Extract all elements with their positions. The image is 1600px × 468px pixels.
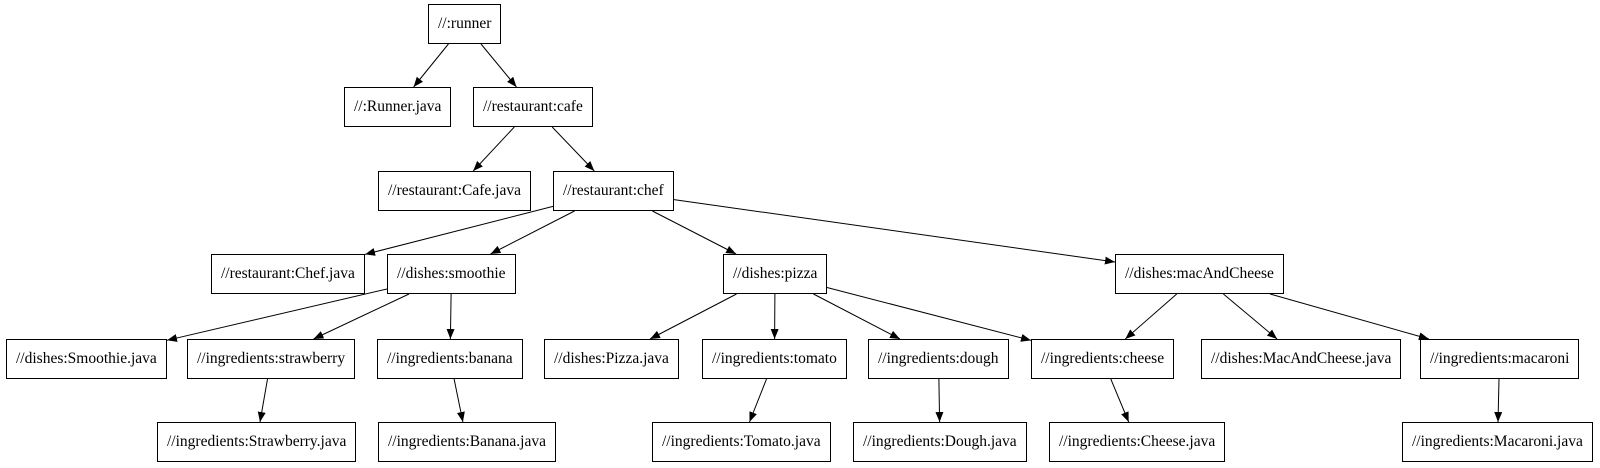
node-tomato: //ingredients:tomato xyxy=(702,339,847,379)
node-pizza: //dishes:pizza xyxy=(723,254,828,294)
node-strawberry: //ingredients:strawberry xyxy=(187,339,356,379)
edge-mac_and_cheese-mac_and_cheese_java xyxy=(1223,293,1278,340)
node-tomato_java: //ingredients:Tomato.java xyxy=(652,422,831,462)
node-macaroni: //ingredients:macaroni xyxy=(1420,339,1580,379)
node-chef: //restaurant:chef xyxy=(553,171,674,211)
node-macaroni_java: //ingredients:Macaroni.java xyxy=(1402,422,1593,462)
node-dough_java: //ingredients:Dough.java xyxy=(853,422,1027,462)
edge-pizza-dough xyxy=(813,293,901,340)
node-strawberry_java: //ingredients:Strawberry.java xyxy=(157,422,357,462)
edge-cafe-chef xyxy=(551,126,595,172)
node-chef_java: //restaurant:Chef.java xyxy=(211,254,365,294)
edge-strawberry-strawberry_java xyxy=(257,378,268,423)
node-cafe: //restaurant:cafe xyxy=(473,87,593,127)
node-dough: //ingredients:dough xyxy=(868,339,1009,379)
edge-cafe-cafe_java xyxy=(472,126,515,172)
edge-tomato-tomato_java xyxy=(749,378,767,423)
edge-cheese-cheese_java xyxy=(1110,378,1130,423)
edge-chef-pizza xyxy=(652,210,737,255)
edge-dough-dough_java xyxy=(935,378,944,423)
node-runner_java: //:Runner.java xyxy=(344,87,452,127)
edge-mac_and_cheese-macaroni xyxy=(1269,293,1430,341)
edge-runner-cafe xyxy=(480,43,517,88)
edge-mac_and_cheese-cheese xyxy=(1124,293,1178,340)
edge-runner-runner_java xyxy=(413,43,449,88)
node-banana: //ingredients:banana xyxy=(377,339,523,379)
edge-smoothie-banana xyxy=(446,293,455,340)
node-smoothie: //dishes:smoothie xyxy=(387,254,516,294)
node-pizza_java: //dishes:Pizza.java xyxy=(544,339,679,379)
node-cheese_java: //ingredients:Cheese.java xyxy=(1049,422,1226,462)
edge-pizza-pizza_java xyxy=(649,293,737,340)
node-cafe_java: //restaurant:Cafe.java xyxy=(378,171,531,211)
edge-banana-banana_java xyxy=(453,378,465,423)
edge-smoothie-smoothie_java xyxy=(166,288,388,342)
node-smoothie_java: //dishes:Smoothie.java xyxy=(6,339,167,379)
node-mac_and_cheese: //dishes:macAndCheese xyxy=(1115,254,1284,294)
node-cheese: //ingredients:cheese xyxy=(1031,339,1175,379)
edge-pizza-cheese xyxy=(826,287,1032,342)
edge-chef-smoothie xyxy=(490,210,575,255)
node-runner: //:runner xyxy=(428,4,502,44)
edge-chef-chef_java xyxy=(364,205,554,256)
edge-smoothie-strawberry xyxy=(313,293,410,340)
node-banana_java: //ingredients:Banana.java xyxy=(378,422,556,462)
node-mac_and_cheese_java: //dishes:MacAndCheese.java xyxy=(1201,339,1402,379)
edge-chef-mac_and_cheese xyxy=(673,199,1116,265)
edge-macaroni-macaroni_java xyxy=(1494,378,1503,423)
